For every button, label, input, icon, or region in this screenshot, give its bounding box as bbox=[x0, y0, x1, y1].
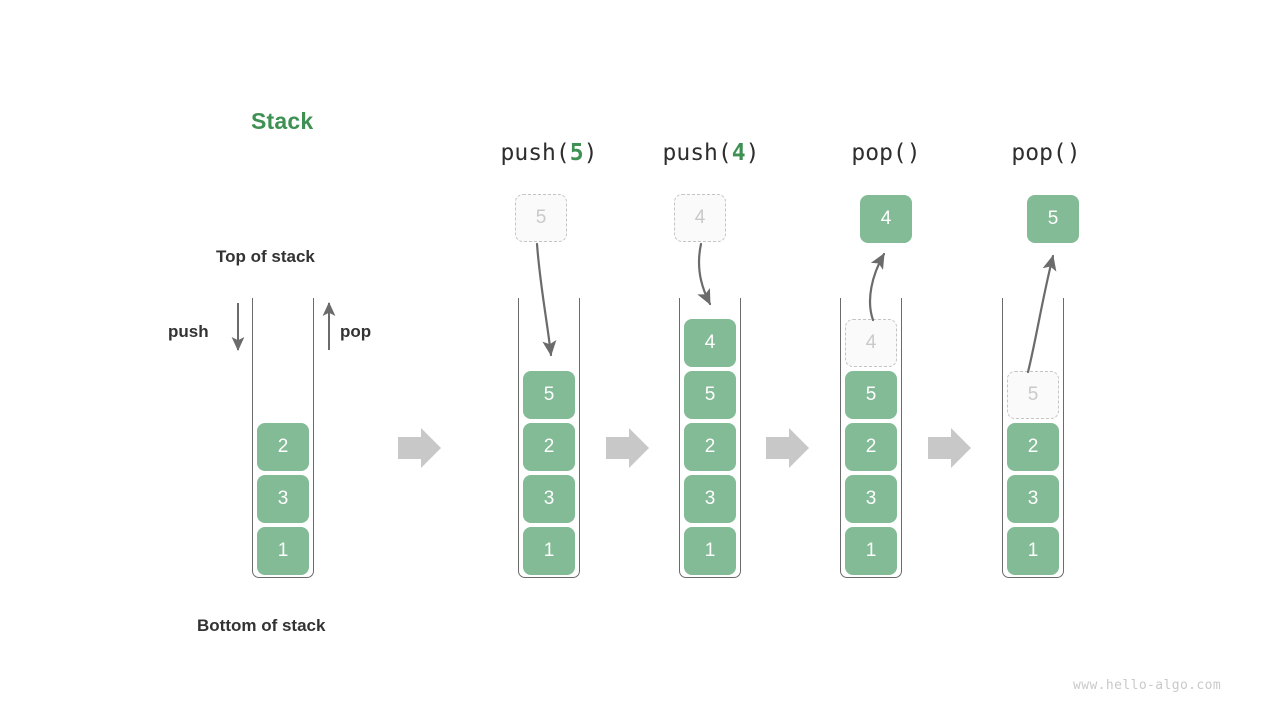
stack-container-initial bbox=[252, 298, 314, 578]
removed-ghost-cell: 4 bbox=[845, 319, 897, 367]
op-header-push-5: push(5) bbox=[449, 140, 649, 166]
transition-arrow-icon bbox=[606, 428, 649, 468]
stack-cell: 5 bbox=[523, 371, 575, 419]
bottom-of-stack-label: Bottom of stack bbox=[197, 616, 326, 635]
stack-cell: 3 bbox=[684, 475, 736, 523]
removed-ghost-cell: 5 bbox=[1007, 371, 1059, 419]
op-header-pop-1: pop() bbox=[786, 140, 986, 166]
op-header-prefix: push( bbox=[662, 140, 732, 166]
stack-cell: 4 bbox=[684, 319, 736, 367]
op-header-suffix: ) bbox=[906, 140, 921, 166]
stack-cell: 1 bbox=[257, 527, 309, 575]
stack-cell: 1 bbox=[523, 527, 575, 575]
stack-cell: 3 bbox=[257, 475, 309, 523]
stack-cell: 3 bbox=[1007, 475, 1059, 523]
stack-cell: 2 bbox=[1007, 423, 1059, 471]
stack-cell: 2 bbox=[257, 423, 309, 471]
stack-cell: 2 bbox=[523, 423, 575, 471]
push-4-flow-arrow-icon bbox=[697, 242, 712, 306]
outgoing-cell: 5 bbox=[1027, 195, 1079, 243]
op-header-prefix: pop( bbox=[851, 140, 907, 166]
stack-container-pop-1 bbox=[840, 298, 902, 578]
stack-cell: 5 bbox=[684, 371, 736, 419]
top-of-stack-label: Top of stack bbox=[216, 247, 315, 266]
stack-cell: 1 bbox=[845, 527, 897, 575]
stack-cell: 1 bbox=[684, 527, 736, 575]
stack-cell: 1 bbox=[1007, 527, 1059, 575]
watermark: www.hello-algo.com bbox=[1073, 678, 1222, 693]
op-header-suffix: ) bbox=[583, 140, 598, 166]
stack-container-push-4 bbox=[679, 298, 741, 578]
transition-arrow-icon bbox=[766, 428, 809, 468]
page-title: Stack bbox=[251, 108, 314, 134]
transition-arrow-icon bbox=[398, 428, 441, 468]
stack-cell: 3 bbox=[845, 475, 897, 523]
op-header-push-4: push(4) bbox=[611, 140, 811, 166]
stack-container-pop-2 bbox=[1002, 298, 1064, 578]
stack-cell: 2 bbox=[684, 423, 736, 471]
stack-container-push-5 bbox=[518, 298, 580, 578]
stack-cell: 5 bbox=[845, 371, 897, 419]
op-header-arg: 4 bbox=[731, 140, 746, 166]
op-header-suffix: ) bbox=[745, 140, 760, 166]
transition-arrow-icon bbox=[928, 428, 971, 468]
op-header-prefix: push( bbox=[500, 140, 570, 166]
outgoing-cell: 4 bbox=[860, 195, 912, 243]
op-header-prefix: pop( bbox=[1011, 140, 1067, 166]
incoming-ghost-cell: 4 bbox=[674, 194, 726, 242]
op-header-arg: 5 bbox=[569, 140, 584, 166]
push-label: push bbox=[168, 322, 209, 341]
stack-cell: 2 bbox=[845, 423, 897, 471]
stack-cell: 3 bbox=[523, 475, 575, 523]
incoming-ghost-cell: 5 bbox=[515, 194, 567, 242]
pop-label: pop bbox=[340, 322, 372, 341]
op-header-suffix: ) bbox=[1066, 140, 1081, 166]
op-header-pop-2: pop() bbox=[946, 140, 1146, 166]
